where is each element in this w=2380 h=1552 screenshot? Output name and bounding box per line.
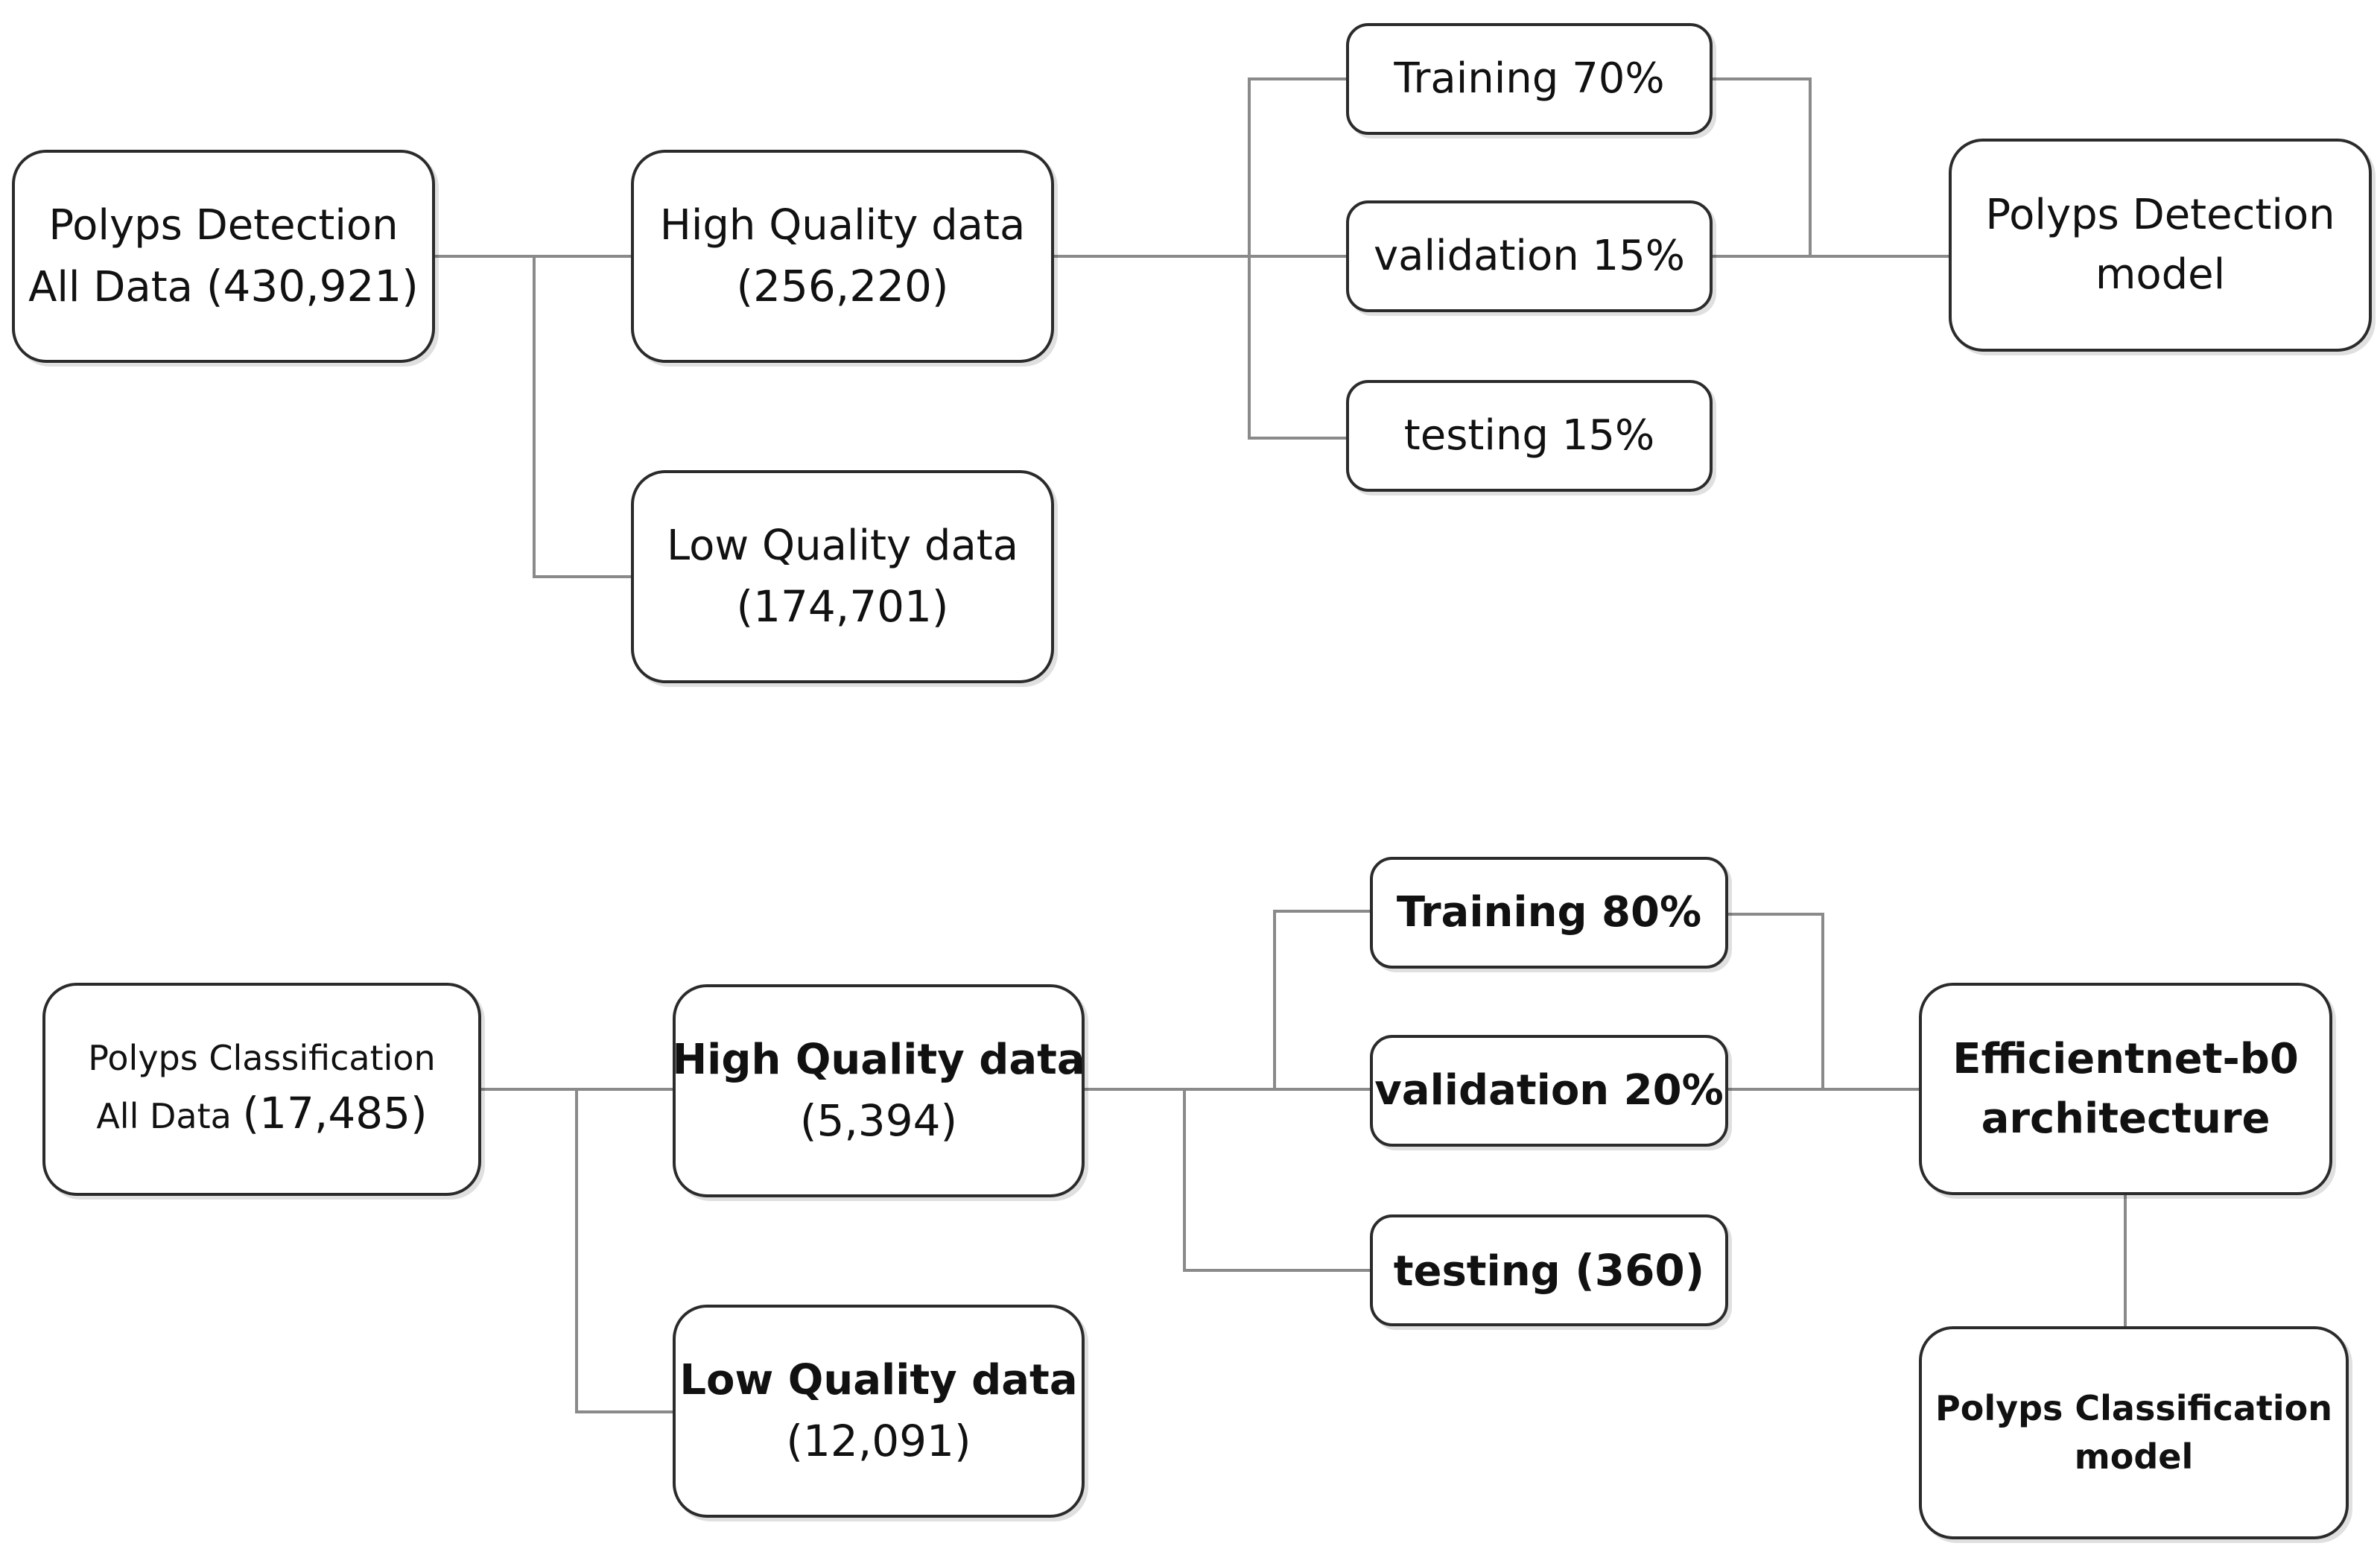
classification-high-quality-count: (5,394) <box>799 1095 958 1146</box>
classification-all-data-label: All Data <box>96 1096 243 1137</box>
detection-all-data-title: Polyps Detection <box>48 200 399 250</box>
classification-low-quality-count: (12,091) <box>786 1415 971 1466</box>
classification-all-data-count-line: All Data (17,485) <box>96 1083 427 1144</box>
classification-low-quality-box: Low Quality data (12,091) <box>673 1305 1085 1518</box>
detection-high-quality-box: High Quality data (256,220) <box>631 150 1054 363</box>
detection-validation-label: validation 15% <box>1374 232 1685 281</box>
classification-high-quality-label: High Quality data <box>672 1036 1085 1085</box>
detection-all-data-label: All Data <box>28 262 206 311</box>
detection-model-title: Polyps Detection <box>1985 191 2335 240</box>
connector-cls-training-bracket <box>1273 910 1370 1089</box>
detection-all-data-count-line: All Data (430,921) <box>28 256 419 317</box>
detection-model-subtitle: model <box>2095 250 2226 299</box>
classification-testing-box: testing (360) <box>1370 1214 1728 1326</box>
classification-model-title: Polyps Classification <box>1935 1387 2332 1428</box>
detection-low-quality-label: Low Quality data <box>666 522 1019 571</box>
detection-model-box: Polyps Detection model <box>1949 139 2372 352</box>
classification-validation-label: validation 20% <box>1374 1066 1724 1115</box>
detection-training-label: Training 70% <box>1394 54 1665 104</box>
detection-all-data-box: Polyps Detection All Data (430,921) <box>12 150 435 363</box>
classification-model-box: Polyps Classification model <box>1919 1326 2349 1539</box>
classification-testing-line: testing (360) <box>1394 1240 1705 1302</box>
connector-det-split-bracket <box>1248 77 1346 440</box>
connector-cls-testing-bracket <box>1183 1089 1370 1272</box>
classification-model-subtitle: model <box>2074 1437 2194 1477</box>
connector-cls-training-to-arch <box>1728 913 1824 1089</box>
detection-training-box: Training 70% <box>1346 23 1713 135</box>
classification-architecture-subtitle: architecture <box>1981 1094 2270 1143</box>
detection-testing-box: testing 15% <box>1346 380 1713 492</box>
detection-low-quality-count: (174,701) <box>736 580 949 632</box>
classification-testing-count: (360) <box>1575 1244 1705 1296</box>
connector-det-branch-to-low <box>533 256 631 578</box>
classification-high-quality-box: High Quality data (5,394) <box>672 984 1085 1197</box>
classification-low-quality-label: Low Quality data <box>679 1356 1078 1405</box>
classification-architecture-box: Efficientnet-b0 architecture <box>1919 983 2332 1195</box>
detection-high-quality-label: High Quality data <box>659 201 1026 250</box>
connector-det-training-to-model <box>1713 77 1812 256</box>
detection-all-data-count: (430,921) <box>206 260 419 311</box>
classification-training-box: Training 80% <box>1370 857 1728 969</box>
classification-validation-box: validation 20% <box>1370 1035 1728 1147</box>
detection-low-quality-box: Low Quality data (174,701) <box>631 470 1054 683</box>
classification-training-label: Training 80% <box>1396 888 1702 937</box>
classification-testing-label: testing <box>1393 1247 1575 1296</box>
classification-all-data-box: Polyps Classification All Data (17,485) <box>42 983 481 1196</box>
detection-high-quality-count: (256,220) <box>736 260 949 311</box>
classification-all-data-count: (17,485) <box>242 1088 428 1139</box>
classification-architecture-title: Efficientnet-b0 <box>1952 1034 2299 1083</box>
detection-testing-label: testing 15% <box>1403 411 1655 460</box>
connector-cls-branch-to-low <box>575 1089 673 1413</box>
detection-validation-box: validation 15% <box>1346 200 1713 312</box>
classification-all-data-title: Polyps Classification <box>88 1038 436 1079</box>
